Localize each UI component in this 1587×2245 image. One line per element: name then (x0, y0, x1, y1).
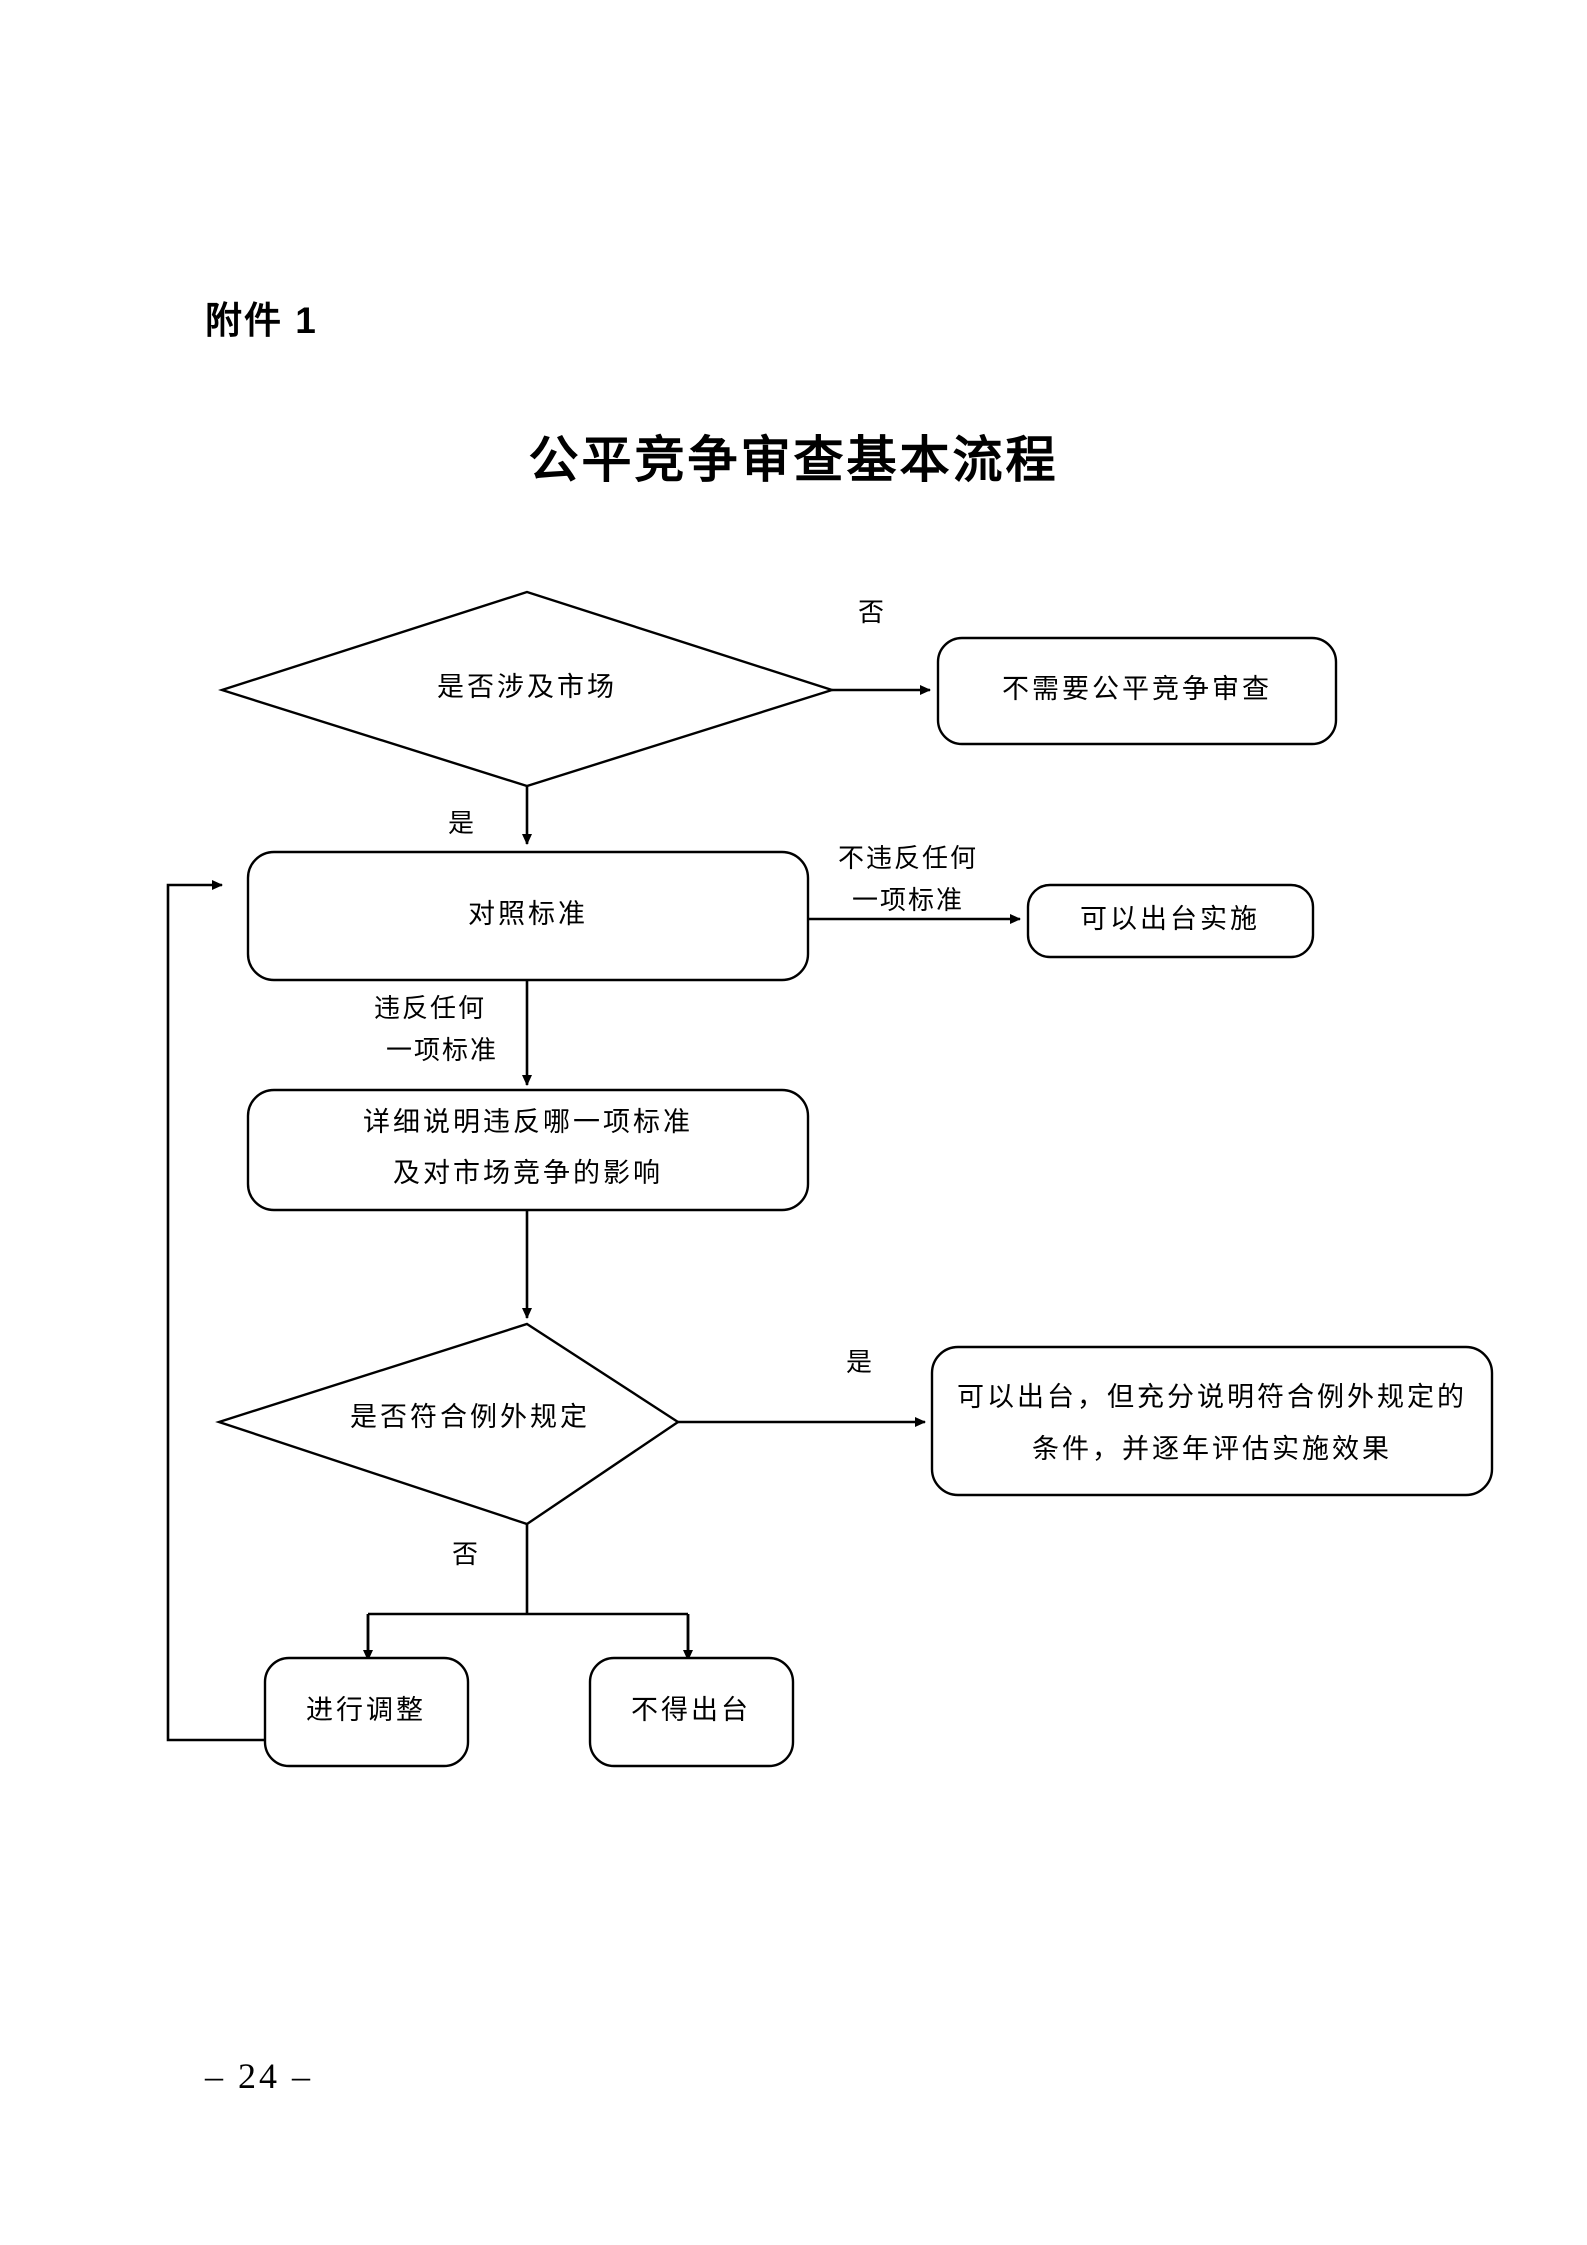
node-compare-standards-label: 对照标准 (468, 899, 588, 929)
node-decision-market-label: 是否涉及市场 (437, 672, 617, 702)
edge-exception-no-split (366, 1524, 690, 1654)
node-decision-market[interactable] (218, 590, 836, 788)
node-can-implement[interactable] (1026, 883, 1315, 959)
attachment-label: 附件 1 (205, 300, 318, 341)
edge-label-no-violation-line2: 一项标准 (852, 886, 964, 915)
edge-label-market-no: 否 (858, 598, 886, 627)
node-explain-violation-line2: 及对市场竞争的影响 (393, 1158, 663, 1188)
node-cannot-issue-label: 不得出台 (631, 1695, 751, 1725)
edge-label-exception-no: 否 (452, 1540, 480, 1569)
node-decision-exception[interactable] (215, 1322, 681, 1526)
node-explain-violation[interactable] (246, 1088, 810, 1212)
node-no-review-needed[interactable] (936, 636, 1338, 746)
edge-adjust-feedback-to-compare (166, 880, 268, 1742)
node-no-review-needed-label: 不需要公平竞争审查 (1002, 674, 1272, 704)
node-adjust-label: 进行调整 (306, 1695, 426, 1725)
node-cannot-issue[interactable] (588, 1656, 795, 1768)
node-decision-exception-label: 是否符合例外规定 (350, 1402, 590, 1432)
node-explain-violation-line1: 详细说明违反哪一项标准 (363, 1107, 693, 1137)
edge-label-violation-line1: 违反任何 (374, 994, 486, 1023)
node-adjust[interactable] (263, 1656, 470, 1768)
edge-label-violation-line2: 一项标准 (386, 1036, 498, 1065)
node-exception-approved-line2: 条件，并逐年评估实施效果 (1032, 1434, 1392, 1464)
edge-label-exception-yes: 是 (846, 1348, 874, 1377)
edge-label-no-violation-line1: 不违反任何 (838, 844, 978, 873)
page-number: – 24 – (205, 2056, 313, 2096)
node-exception-approved-line1: 可以出台，但充分说明符合例外规定的 (957, 1382, 1467, 1412)
edge-label-market-yes: 是 (448, 809, 476, 838)
page-title: 公平竞争审查基本流程 (528, 432, 1059, 488)
node-exception-approved[interactable] (930, 1345, 1494, 1497)
node-can-implement-label: 可以出台实施 (1080, 904, 1260, 934)
node-compare-standards[interactable] (246, 850, 810, 982)
